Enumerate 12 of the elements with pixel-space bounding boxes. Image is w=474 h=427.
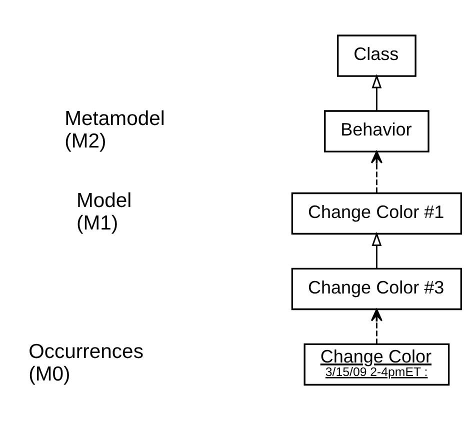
label: Occurrences (M0) [28, 341, 144, 386]
node-box: Change Color #3 [291, 268, 462, 310]
node-box: Change Color #1 [291, 192, 462, 235]
node-box: Class [336, 34, 416, 77]
node-box: Behavior [324, 110, 430, 152]
node-box: Change Color 3/15/09 2-4pmET : [304, 343, 450, 386]
label: Model (M1) [76, 190, 132, 235]
label: Metamodel (M2) [64, 108, 165, 152]
arrow [370, 308, 382, 344]
arrow [372, 232, 382, 269]
arrow [372, 74, 382, 111]
arrow [370, 150, 382, 193]
